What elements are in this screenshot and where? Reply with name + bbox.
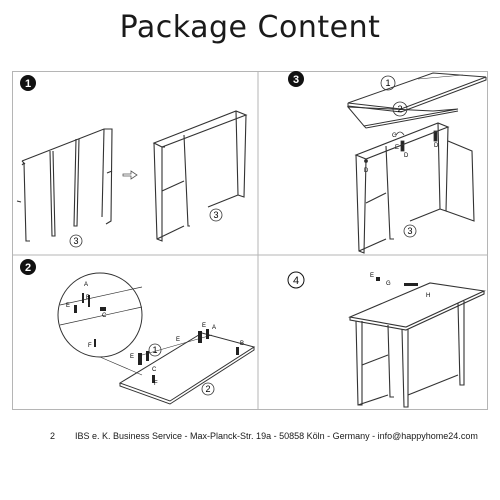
part-label-1: 1 [152,345,157,355]
part-label-circle [403,224,417,238]
hardware-label-a: A [212,325,216,331]
hardware-label-f: F [88,343,92,349]
step-number-4: 4 [293,275,299,287]
hardware-label-a: A [84,282,88,288]
part-label-3: 3 [407,226,412,236]
part-label-1: 1 [385,78,390,88]
page-footer: 2 IBS e. K. Business Service - Max-Planc… [0,431,500,445]
arrow-right-icon [122,170,138,180]
step-number-1: 1 [25,78,31,90]
desk-frame-drawing [354,122,475,254]
assembled-desk-drawing [348,282,486,408]
tabletop-drawing [118,332,256,405]
panel-step-4: 4 E G H [287,271,486,408]
hardware-label-c: C [102,313,107,319]
part-label-3: 3 [73,236,78,246]
hardware-label-g: G [392,133,397,139]
part-label-circle [201,382,215,396]
hardware-label-d: D [434,143,439,149]
hardware-label-e: E [130,354,134,360]
step-number-2: 2 [25,262,31,274]
hardware-label-b: B [240,341,244,347]
hardware-label-e: E [66,303,70,309]
hardware-label-e: E [176,337,180,343]
hardware-label-g: G [386,281,391,287]
hardware-label-d: D [364,168,369,174]
part-label-3: 3 [213,210,218,220]
hardware-label-e: E [202,323,206,329]
hardware-label-b: B [86,295,90,301]
footer-address: IBS e. K. Business Service - Max-Planck-… [75,431,478,441]
hardware-label-h: H [426,293,430,299]
screw-hardware [74,293,106,347]
step-number-3: 3 [293,74,299,86]
panel-step-2: 2 E A B C F E C F E E A B 1 2 [20,259,256,405]
grid-lines [12,71,488,410]
part-label-circle [209,208,223,222]
hardware-label-e: E [395,145,399,151]
tabletop-drawing [346,72,487,129]
detail-zoom-circle [57,272,143,376]
step-badge-2: 2 [20,259,36,275]
hardware-label-e: E [370,273,374,279]
panel-step-1: 1 3 3 [16,75,248,248]
screw-hardware [138,329,239,383]
hardware-label-c: C [152,367,157,373]
step-badge-4: 4 [287,271,305,289]
instruction-grid [12,71,488,410]
part-label-circle [69,234,83,248]
panel-step-3: 3 1 2 G E D D D 3 [288,71,487,254]
page-number: 2 [50,431,56,441]
screw-hardware [376,277,418,286]
unfolded-frame-drawing [152,110,248,242]
step-badge-1: 1 [20,75,36,91]
step-badge-3: 3 [288,71,304,87]
part-label-circle [392,101,408,117]
part-label-2: 2 [205,384,210,394]
hardware-label-d: D [404,153,409,159]
page-title: Package Content [119,10,381,45]
part-label-circle [380,75,396,91]
folded-frame-drawing [16,128,113,242]
part-label-circle [148,343,162,357]
hardware-label-f: F [154,381,158,387]
part-label-2: 2 [397,104,402,114]
